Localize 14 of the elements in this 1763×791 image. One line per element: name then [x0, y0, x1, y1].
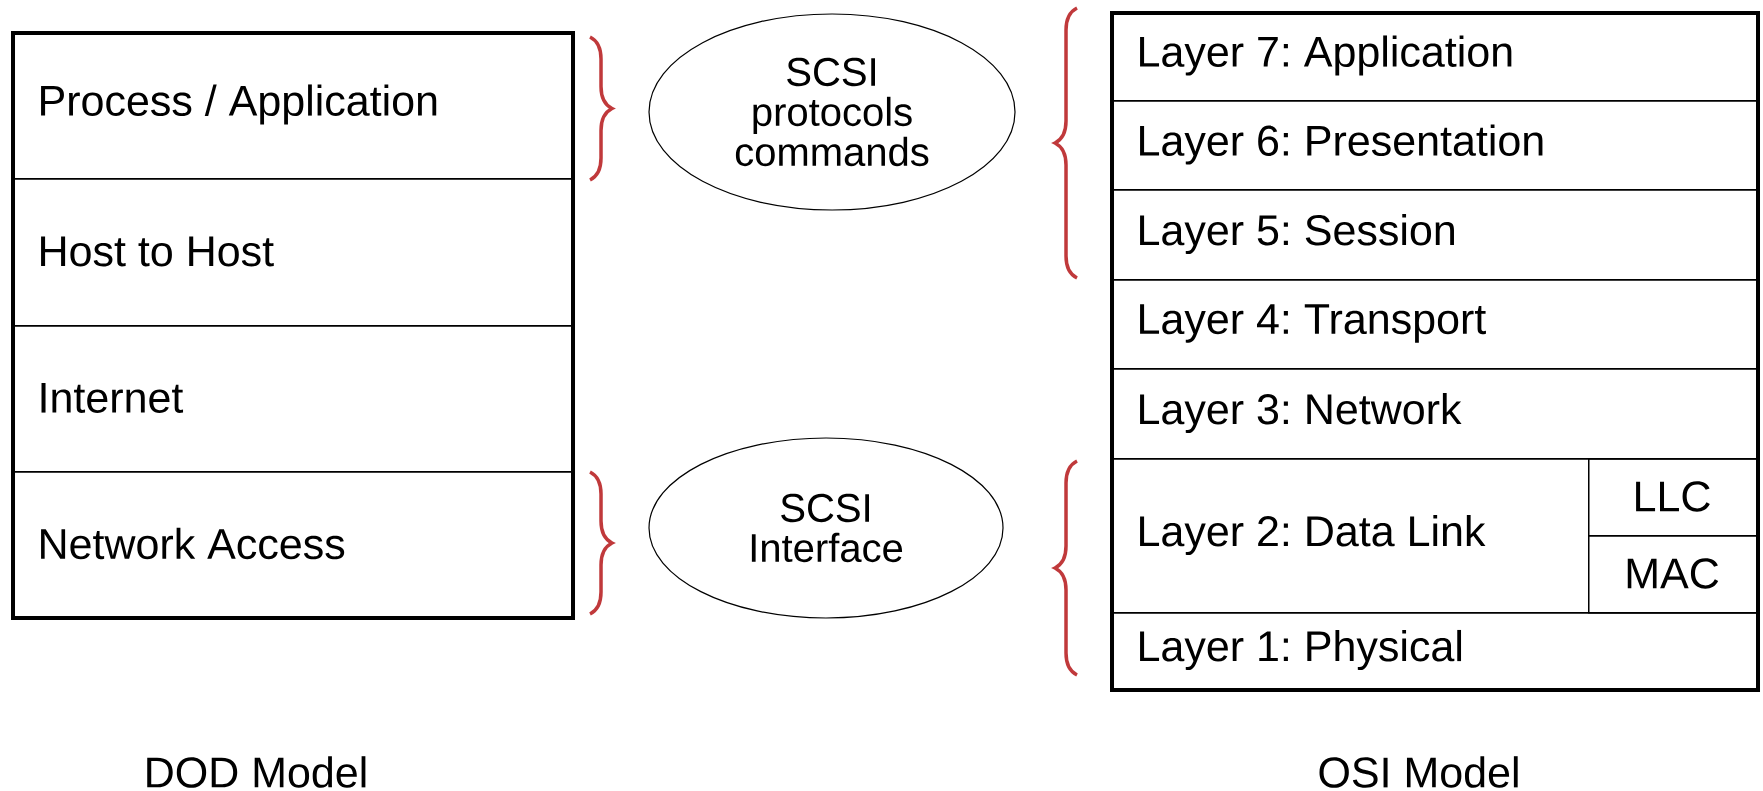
layer-row: Process / Application [11, 31, 573, 180]
layer-row: Layer 1: Physical [1110, 612, 1758, 690]
layer-row: Layer 5: Session [1110, 189, 1758, 281]
layer-row: Layer 6: Presentation [1110, 100, 1758, 191]
layer-row: Layer 3: Network [1110, 368, 1758, 460]
layer-row: Host to Host [11, 178, 573, 327]
layer-row: Layer 7: Application [1110, 11, 1758, 102]
layer-row: Internet [11, 325, 573, 473]
layer-row: Network Access [11, 471, 573, 618]
node-label: DOD Model [147, 756, 366, 788]
node-label: OSI Model [1319, 756, 1518, 788]
layer-row: Layer 4: Transport [1110, 279, 1758, 370]
sublayer-cell: MAC [1588, 535, 1758, 614]
sublayer-cell: LLC [1588, 458, 1758, 537]
